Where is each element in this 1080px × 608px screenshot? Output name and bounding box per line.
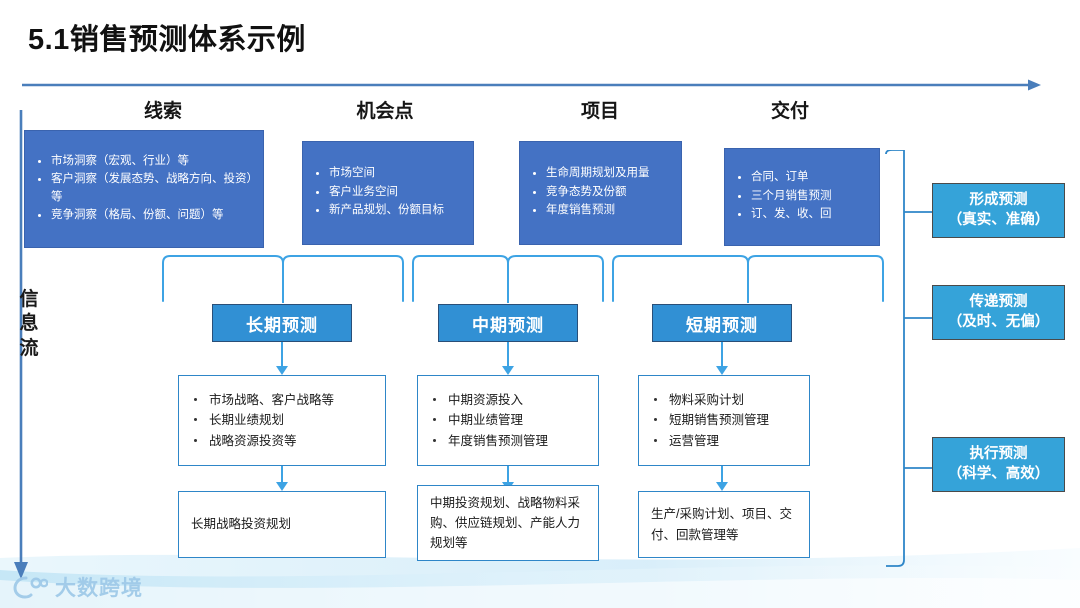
list-item: 订、发、收、回 <box>738 206 871 223</box>
brand-logo-icon <box>13 576 48 599</box>
outcome-line-1: 形成预测 <box>969 192 1028 209</box>
list-item: 竞争态势及份额 <box>533 184 673 201</box>
outcome-label-formation[interactable]: 形成预测 （真实、准确） <box>932 183 1065 238</box>
stage-flow-arrow <box>22 79 1041 91</box>
list-item: 市场战略、客户战略等 <box>194 390 377 410</box>
list-item: 中期业绩管理 <box>433 410 590 430</box>
list-item: 市场空间 <box>316 165 465 182</box>
list-item: 长期业绩规划 <box>194 410 377 430</box>
arrow-short-term-to-output <box>716 466 728 491</box>
outcome-grouping-bracket <box>885 150 932 567</box>
brace-connector-mid-term <box>412 255 604 303</box>
arrow-mid-term-to-detail <box>502 342 514 375</box>
brace-connector-short-term <box>612 255 884 303</box>
information-flow-label: 信息流 <box>19 289 39 359</box>
arrow-long-term-to-detail <box>276 342 288 375</box>
detail-box-mid-term[interactable]: 中期资源投入 中期业绩管理 年度销售预测管理 <box>417 375 599 466</box>
stage-header-opportunity: 机会点 <box>356 101 414 122</box>
list-item: 战略资源投资等 <box>194 431 377 451</box>
list-item: 中期资源投入 <box>433 390 590 410</box>
forecast-button-long-term[interactable]: 长期预测 <box>212 304 352 342</box>
output-box-short-term[interactable]: 生产/采购计划、项目、交付、回款管理等 <box>638 491 810 558</box>
list-item: 市场洞察（宏观、行业）等 <box>38 153 255 170</box>
list-item: 合同、订单 <box>738 169 871 186</box>
list-item: 短期销售预测管理 <box>654 410 801 430</box>
list-item: 运营管理 <box>654 431 801 451</box>
source-box-lead[interactable]: 市场洞察（宏观、行业）等 客户洞察（发展态势、战略方向、投资）等 竞争洞察（格局… <box>24 130 264 248</box>
outcome-label-transmission[interactable]: 传递预测 （及时、无偏） <box>932 285 1065 340</box>
watermark-text: 大数跨境 <box>55 577 143 600</box>
source-box-project[interactable]: 生命周期规划及用量 竞争态势及份额 年度销售预测 <box>519 141 682 245</box>
stage-header-delivery: 交付 <box>770 101 809 122</box>
output-text: 中期投资规划、战略物料采购、供应链规划、产能人力规划等 <box>430 495 581 551</box>
stage-header-lead: 线索 <box>143 101 182 122</box>
source-box-delivery[interactable]: 合同、订单 三个月销售预测 订、发、收、回 <box>724 148 880 246</box>
arrow-long-term-to-output <box>276 466 288 491</box>
stage-header-project: 项目 <box>580 101 619 122</box>
list-item: 三个月销售预测 <box>738 188 871 205</box>
outcome-line-2: （科学、高效） <box>947 465 1050 482</box>
detail-box-short-term[interactable]: 物料采购计划 短期销售预测管理 运营管理 <box>638 375 810 466</box>
list-item: 新产品规划、份额目标 <box>316 202 465 219</box>
list-item: 竞争洞察（格局、份额、问题）等 <box>38 207 255 224</box>
output-text: 生产/采购计划、项目、交付、回款管理等 <box>651 507 792 542</box>
information-flow-arrow <box>14 110 28 579</box>
arrow-short-term-to-detail <box>716 342 728 375</box>
output-text: 长期战略投资规划 <box>191 517 292 532</box>
outcome-label-execution[interactable]: 执行预测 （科学、高效） <box>932 437 1065 492</box>
watermark: 大数跨境 <box>12 572 143 602</box>
outcome-line-1: 传递预测 <box>969 294 1028 311</box>
list-item: 客户业务空间 <box>316 184 465 201</box>
detail-box-long-term[interactable]: 市场战略、客户战略等 长期业绩规划 战略资源投资等 <box>178 375 386 466</box>
outcome-line-1: 执行预测 <box>969 446 1028 463</box>
brace-connector-long-term <box>162 255 404 303</box>
list-item: 客户洞察（发展态势、战略方向、投资）等 <box>38 171 255 206</box>
list-item: 年度销售预测管理 <box>433 431 590 451</box>
page-title: 5.1销售预测体系示例 <box>28 24 306 56</box>
forecast-button-mid-term[interactable]: 中期预测 <box>438 304 578 342</box>
outcome-line-2: （真实、准确） <box>947 211 1050 228</box>
list-item: 物料采购计划 <box>654 390 801 410</box>
outcome-line-2: （及时、无偏） <box>947 313 1050 330</box>
forecast-button-short-term[interactable]: 短期预测 <box>652 304 792 342</box>
source-box-opportunity[interactable]: 市场空间 客户业务空间 新产品规划、份额目标 <box>302 141 474 245</box>
list-item: 生命周期规划及用量 <box>533 165 673 182</box>
output-box-mid-term[interactable]: 中期投资规划、战略物料采购、供应链规划、产能人力规划等 <box>417 485 599 561</box>
list-item: 年度销售预测 <box>533 202 673 219</box>
output-box-long-term[interactable]: 长期战略投资规划 <box>178 491 386 558</box>
